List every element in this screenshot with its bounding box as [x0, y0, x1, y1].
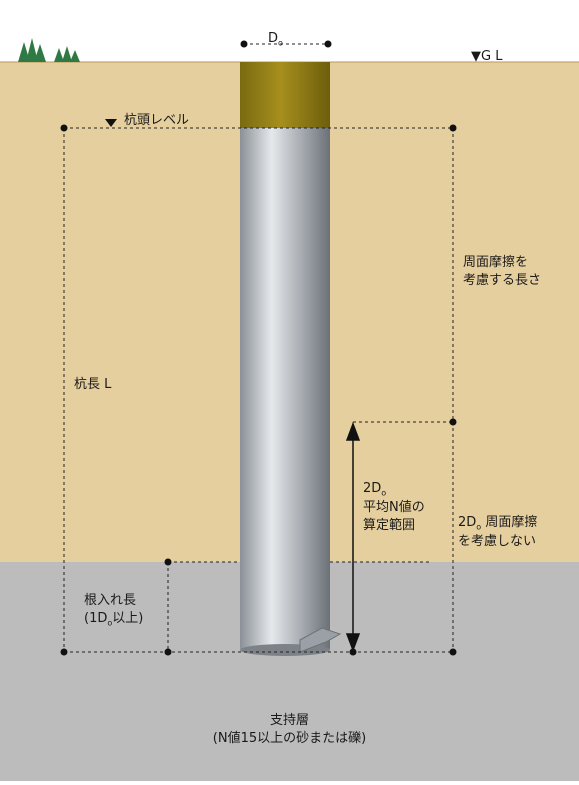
pile-head-label: 杭頭レベル: [124, 113, 190, 128]
avg-n-range-arrow: [345, 421, 361, 653]
no-friction-label: 2Do 周面摩擦 を考慮しない: [458, 515, 538, 549]
bearing-layer-label: 支持層 (N値15以上の砂または礫): [212, 713, 367, 747]
pile-body: [240, 62, 330, 650]
pile-cap: [240, 62, 330, 128]
avg-n-range-label: 2Do 平均N値の 算定範囲: [363, 481, 425, 533]
gl-label: ▼G L: [471, 49, 503, 64]
dimension-points: [60, 40, 457, 656]
pile-tip-wing: [299, 627, 342, 653]
diameter-label: Do: [268, 31, 283, 48]
friction-length-label: 周面摩擦を 考慮する長さ: [463, 255, 542, 289]
trees-icon: [18, 38, 80, 62]
sky: [0, 0, 579, 62]
embed-length-label: 根入れ長 (1Do以上): [84, 593, 144, 628]
pile-length-label: 杭長 L: [74, 377, 112, 392]
pile-head-marker-icon: [105, 119, 117, 127]
